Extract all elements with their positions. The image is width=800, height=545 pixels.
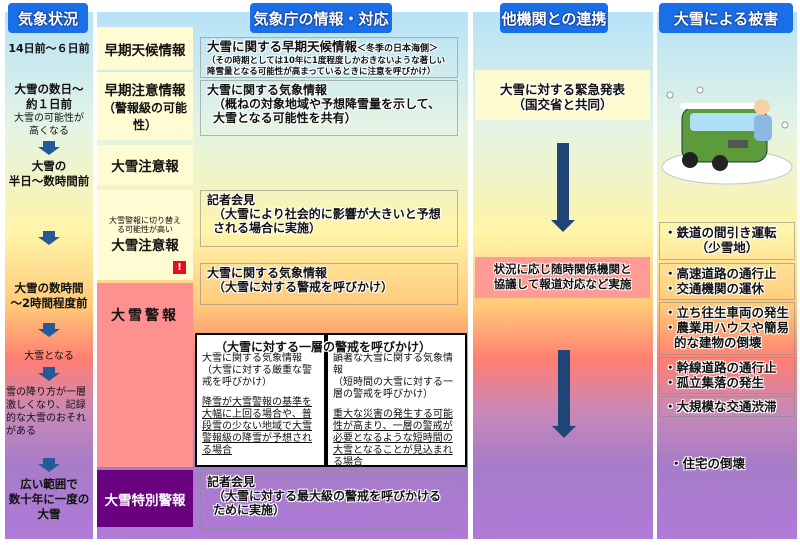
warning-info-significant: 顕著な大雪に関する気象情報（短時間の大雪に対する一層の警戒を呼びかけ） 重大な災害… [326, 333, 467, 468]
timeline-heavy-snow: 大雪となる [24, 351, 74, 362]
warning-info-title: （大雪に対する一層の警戒を呼びかけ） [215, 340, 432, 354]
t2note-a: 大雪の可能性が [14, 113, 84, 124]
d2-1: ・農業用ハウスや簡易 [664, 320, 790, 335]
i4-title: 大雪に関する気象情報 [207, 266, 328, 280]
timeline-record-snow: 雪の降り方が一層激しくなり、記録的な大雪のおそれがある [6, 387, 86, 437]
emergency-announcement: 大雪に対する緊急発表（国交省と共同） [475, 70, 650, 120]
damage-item: ・住宅の倒壊 [659, 453, 795, 476]
t7c: 大雪 [37, 507, 61, 521]
damage-item: ・高速道路の通行止・交通機関の運休 [659, 263, 795, 300]
damage-item: ・大規模な交通渋滞 [659, 396, 795, 417]
i3-title: 記者会見 [207, 193, 256, 207]
advisory-switch-label: 大雪注意報 [111, 238, 179, 254]
timeline-14-6-days: 14日前～６日前 [8, 42, 90, 55]
level-early-caution: 早期注意情報 （警報級の可能性） [97, 72, 193, 140]
media-coordination: 状況に応じ随時関係機関と協議して報道対応など実施 [475, 257, 650, 298]
advisory-switch-note: 大雪警報に切り替える可能性が高い [109, 216, 181, 234]
d0-0: ・鉄道の間引き運転 [664, 225, 777, 240]
snow-car-illustration [661, 86, 793, 185]
d1-1: ・交通機関の運休 [664, 281, 765, 296]
early-weather-label: 早期天候情報 [104, 42, 186, 59]
weather-column [5, 12, 93, 539]
a1a: 大雪に対する緊急発表 [499, 82, 625, 97]
i4-body: （大雪に対する警戒を呼びかけ） [213, 280, 394, 294]
d2-2: 的な建物の倒壊 [674, 335, 762, 350]
i1-body: （その時期としては10年に1度程度しかおきないような著しい降雪量となる可能性が高… [207, 56, 446, 77]
d4-0: ・大規模な交通渋滞 [664, 399, 777, 414]
arrow-down-icon [38, 458, 60, 472]
d2-0: ・立ち往生車両の発生 [664, 305, 790, 320]
t2b: 約１日前 [26, 97, 72, 111]
timeline-days-before: 大雪の数日～約１日前 [5, 82, 93, 112]
t7a: 広い範囲で [20, 477, 78, 491]
info-special-press: 記者会見（大雪に対する最大級の警戒を呼びかけるために実施） [200, 472, 458, 529]
t2note-b: 高くなる [29, 126, 69, 137]
t3b: 半日～数時間前 [8, 174, 90, 188]
info-press-conference: 記者会見（大雪により社会的に影響が大きいと予想される場合に実施） [200, 190, 458, 247]
w1-title: 大雪に関する気象情報 [202, 353, 302, 364]
t3a: 大雪の [31, 159, 67, 173]
damage-item: ・鉄道の間引き運転（少雪地） [659, 222, 795, 260]
t4b: ～2時間程度前 [10, 296, 88, 310]
timeline-half-day: 大雪の半日～数時間前 [2, 159, 96, 189]
arrow-down-icon [38, 367, 60, 381]
i2-body: （概ねの対象地域や予想降雪量を示して、大雪となる可能性を共有） [213, 97, 441, 125]
damage-item: ・幹線道路の通行止・孤立集落の発生 [659, 357, 795, 394]
info-early-caution: 大雪に関する気象情報（概ねの対象地域や予想降雪量を示して、大雪となる可能性を共有… [200, 80, 458, 136]
warning-label: 大雪警報 [111, 308, 179, 324]
header-agencies: 他機関との連携 [500, 3, 608, 33]
t7b: 数十年に一度の [8, 492, 90, 506]
early-caution-sub: （警報級の可能性） [102, 101, 187, 132]
t2a: 大雪の数日～ [14, 82, 84, 96]
early-caution-label: 早期注意情報 [104, 83, 186, 99]
i1-tag: ＜冬季の日本海側＞ [357, 44, 439, 54]
header-damage: 大雪による被害 [659, 3, 793, 33]
timeline-decades-snow: 広い範囲で数十年に一度の大雪 [2, 477, 96, 522]
info-early-weather: 大雪に関する早期天候情報＜冬季の日本海側＞ （その時期としては10年に1度程度しか… [200, 37, 458, 78]
d1-0: ・高速道路の通行止 [664, 266, 777, 281]
arrow-down-icon [38, 141, 60, 155]
i5-title: 記者会見 [207, 475, 256, 489]
header-jma: 気象庁の情報・対応 [250, 3, 392, 33]
warning-info-general: 大雪に関する気象情報（大雪に対する厳重な警戒を呼びかけ） 降雪が大雪警報の基準を大… [195, 333, 326, 467]
arrow-down-icon [38, 231, 60, 245]
d3-0: ・幹線道路の通行止 [664, 360, 777, 375]
timeline-possibility-note: 大雪の可能性が高くなる [5, 112, 93, 138]
arrow-down-icon [38, 323, 60, 337]
i1-title: 大雪に関する早期天候情報 [207, 39, 358, 54]
damage-column [657, 12, 797, 539]
advisory-label: 大雪注意報 [111, 159, 179, 175]
level-special-warning: 大雪特別警報 [97, 470, 193, 527]
damage-item: ・立ち往生車両の発生・農業用ハウスや簡易的な建物の倒壊 [659, 302, 795, 355]
level-early-weather: 早期天候情報 [97, 27, 193, 70]
d5-0: ・住宅の倒壊 [670, 456, 746, 471]
t4a: 大雪の数時間 [14, 281, 84, 295]
info-warning: 大雪に関する気象情報（大雪に対する警戒を呼びかけ） [200, 263, 458, 305]
level-advisory: 大雪注意報 [97, 145, 193, 185]
w2-body: （短時間の大雪に対する一層の警戒を呼びかけ） [333, 377, 453, 400]
alert-icon: ! [173, 261, 186, 274]
i2-title: 大雪に関する気象情報 [207, 83, 328, 97]
w2-title: 顕著な大雪に関する気象情報 [333, 353, 453, 376]
header-weather: 気象状況 [8, 3, 88, 33]
d0-1: （少雪地） [695, 240, 759, 255]
a2b: 協議して報道対応など実施 [493, 277, 632, 291]
a1b: （国交省と共同） [512, 97, 613, 112]
a2a: 状況に応じ随時関係機関と [493, 262, 632, 276]
w1-body: （大雪に対する厳重な警戒を呼びかけ） [202, 365, 312, 388]
d3-1: ・孤立集落の発生 [664, 375, 765, 390]
i5-body: （大雪に対する最大級の警戒を呼びかけるために実施） [213, 489, 442, 517]
w2-condition: 重大な災害の発生する可能性が高まり、一層の警戒が必要となるような短時間の大雪とな… [333, 409, 453, 468]
special-label: 大雪特別警報 [104, 492, 186, 509]
w1-condition: 降雪が大雪警報の基準を大幅に上回る場合や、普段雪の少ない地域で大雪警報級の降雪が… [202, 397, 312, 456]
level-warning: 大雪警報 [97, 283, 193, 467]
i3-body: （大雪により社会的に影響が大きいと予想される場合に実施） [213, 207, 441, 235]
timeline-hours-before: 大雪の数時間～2時間程度前 [2, 281, 96, 311]
